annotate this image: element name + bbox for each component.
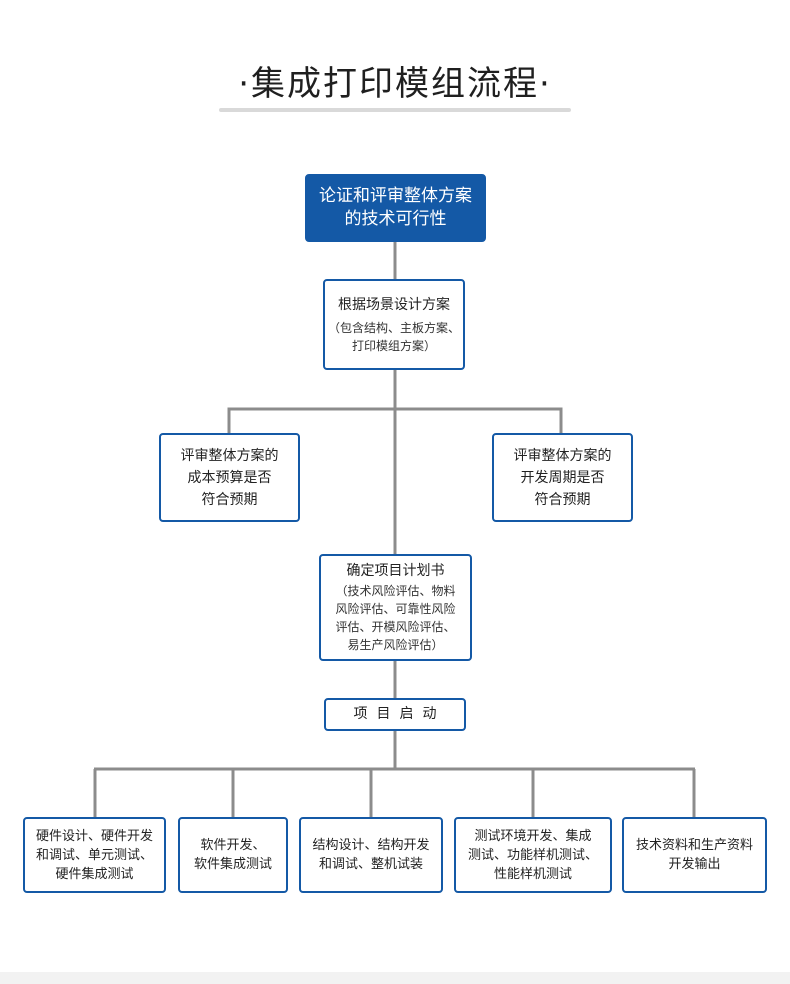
node-testing-line-3: 性能样机测试 xyxy=(493,866,572,882)
node-technical-feasibility-line-2: 的技术可行性 xyxy=(344,209,447,229)
node-testing-line-1: 测试环境开发、集成 xyxy=(474,828,592,844)
node-testing-line-2: 测试、功能样机测试、 xyxy=(467,847,598,863)
bottom-band xyxy=(0,972,790,984)
node-technical-feasibility: 论证和评审整体方案 的技术可行性 xyxy=(305,174,486,242)
node-structure: 结构设计、结构开发 和调试、整机试装 xyxy=(299,817,443,893)
node-cycle-review-line-3: 符合预期 xyxy=(534,491,591,508)
node-project-plan-detail-3: 评估、开模风险评估、 xyxy=(335,620,456,634)
node-hardware-line-2: 和调试、单元测试、 xyxy=(35,847,153,863)
node-hardware: 硬件设计、硬件开发 和调试、单元测试、 硬件集成测试 xyxy=(23,817,166,893)
node-project-plan-detail-2: 风险评估、可靠性风险 xyxy=(335,602,456,616)
node-software-line-2: 软件集成测试 xyxy=(193,857,272,872)
node-scene-design: 根据场景设计方案 （包含结构、主板方案、 打印模组方案） xyxy=(323,279,465,370)
node-software-line-1: 软件开发、 xyxy=(200,838,266,853)
node-documentation-line-1: 技术资料和生产资料 xyxy=(635,838,753,853)
node-structure-line-2: 和调试、整机试装 xyxy=(318,857,423,872)
node-cycle-review-line-1: 评审整体方案的 xyxy=(513,447,612,464)
node-scene-design-detail-1: （包含结构、主板方案、 xyxy=(327,320,460,335)
node-cycle-review: 评审整体方案的 开发周期是否 符合预期 xyxy=(492,433,633,522)
node-project-plan-detail-1: （技术风险评估、物料 xyxy=(335,584,456,598)
node-cost-review-line-1: 评审整体方案的 xyxy=(180,447,279,464)
node-project-kickoff-label: 项目启动 xyxy=(353,706,446,722)
node-technical-feasibility-line-1: 论证和评审整体方案 xyxy=(319,186,472,206)
node-software: 软件开发、 软件集成测试 xyxy=(178,817,288,893)
node-scene-design-title: 根据场景设计方案 xyxy=(338,296,450,313)
page-title: ·集成打印模组流程· xyxy=(238,64,552,104)
node-cost-review: 评审整体方案的 成本预算是否 符合预期 xyxy=(159,433,300,522)
title-underline xyxy=(219,108,571,112)
node-project-plan: 确定项目计划书 （技术风险评估、物料 风险评估、可靠性风险 评估、开模风险评估、… xyxy=(319,554,472,661)
node-scene-design-detail-2: 打印模组方案） xyxy=(351,338,436,353)
node-testing: 测试环境开发、集成 测试、功能样机测试、 性能样机测试 xyxy=(454,817,612,893)
node-project-plan-detail-4: 易生产风险评估） xyxy=(347,638,444,652)
node-cost-review-line-3: 符合预期 xyxy=(201,491,258,508)
node-structure-line-1: 结构设计、结构开发 xyxy=(312,838,430,853)
node-hardware-line-1: 硬件设计、硬件开发 xyxy=(35,828,153,844)
node-project-plan-title: 确定项目计划书 xyxy=(346,563,445,579)
node-documentation-line-2: 开发输出 xyxy=(668,857,721,872)
node-cost-review-line-2: 成本预算是否 xyxy=(187,469,272,486)
node-cycle-review-line-2: 开发周期是否 xyxy=(520,469,605,486)
node-documentation: 技术资料和生产资料 开发输出 xyxy=(622,817,767,893)
connector-branch-reviews xyxy=(227,407,563,433)
node-hardware-line-3: 硬件集成测试 xyxy=(55,866,134,882)
node-project-kickoff: 项目启动 xyxy=(324,698,466,731)
